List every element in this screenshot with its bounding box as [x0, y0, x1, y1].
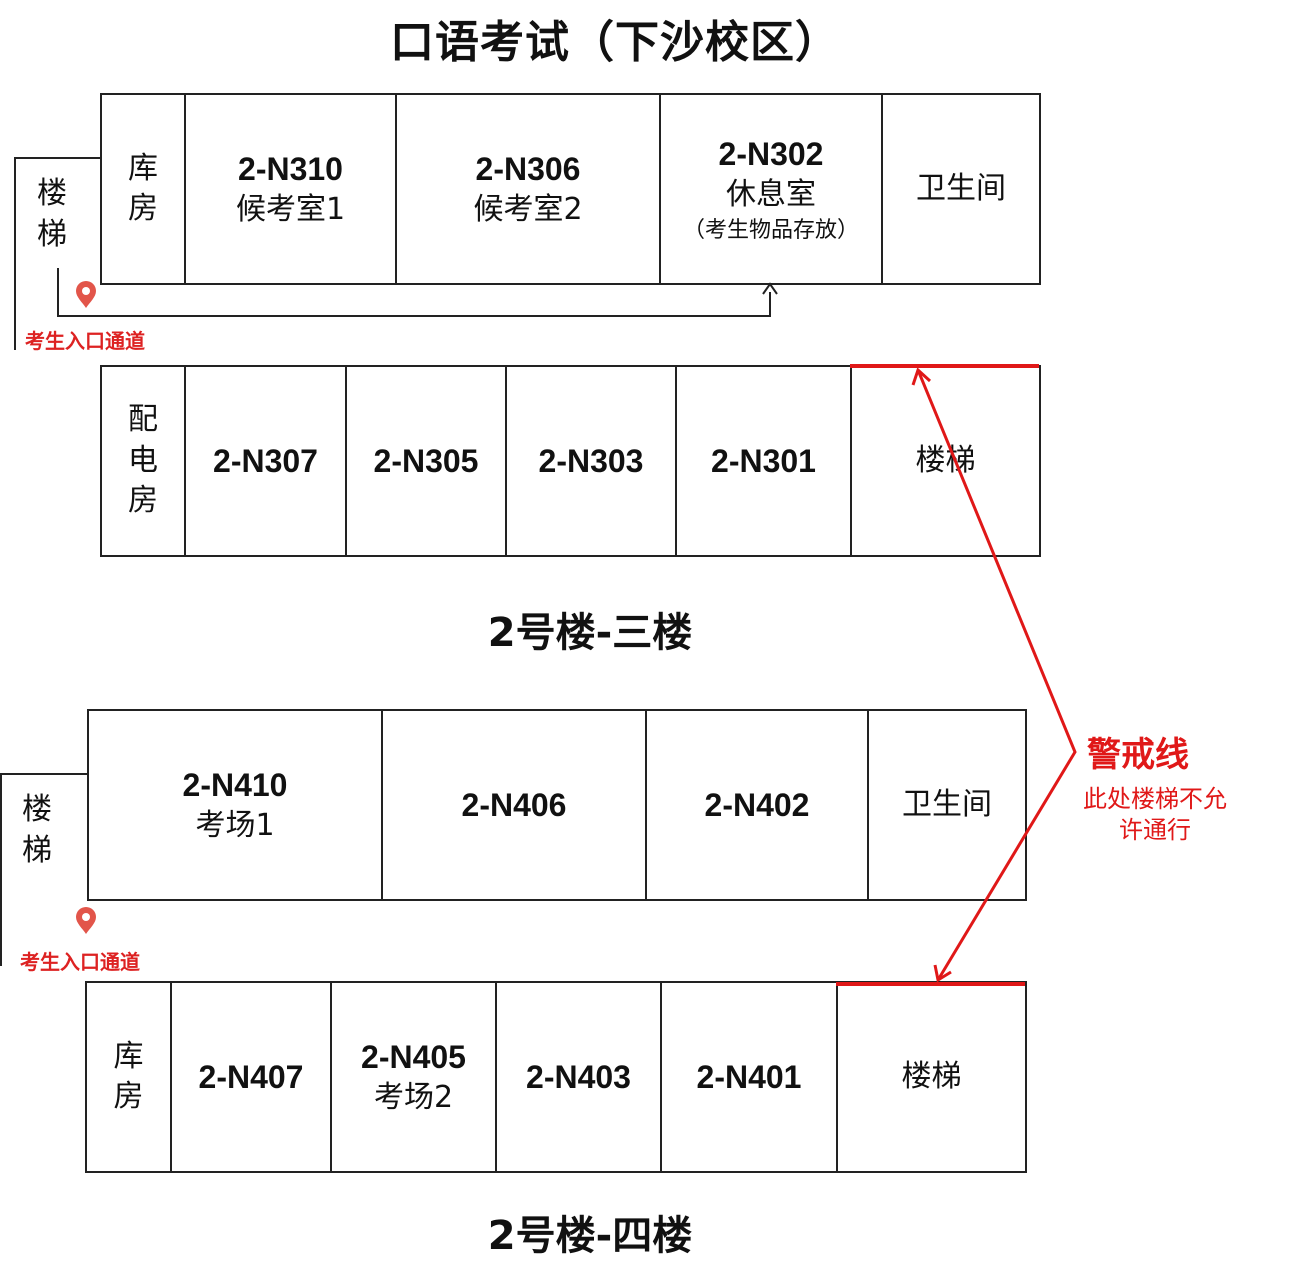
- f3-room-n303: 2-N303: [507, 367, 677, 555]
- f3-side-stairs-text: 楼梯: [37, 176, 67, 252]
- f4-room-n401: 2-N401: [662, 983, 838, 1171]
- f3-room-restroom: 卫生间: [883, 95, 1039, 283]
- f3-room-n305: 2-N305: [347, 367, 507, 555]
- f4-room-n403: 2-N403: [497, 983, 662, 1171]
- room-subtitle: 考场2: [373, 1080, 454, 1116]
- f3-stair-outline: [14, 157, 100, 350]
- f4-room-restroom: 卫生间: [869, 711, 1025, 899]
- stairs-label: 楼梯: [901, 1059, 962, 1095]
- f4-room-n406: 2-N406: [383, 711, 647, 899]
- f3-room-n302: 2-N302 休息室 （考生物品存放）: [661, 95, 883, 283]
- room-code: 2-N410: [182, 767, 288, 804]
- map-pin-icon: [76, 907, 96, 934]
- page-title: 口语考试（下沙校区）: [390, 17, 840, 68]
- room-subtitle: 候考室2: [473, 192, 583, 228]
- room-code: 2-N310: [238, 151, 343, 188]
- warning-title: 警戒线: [1087, 735, 1189, 775]
- f4-room-n402: 2-N402: [647, 711, 869, 899]
- f4-bottom-row: 库房 2-N407 2-N405 考场2 2-N403 2-N401 楼梯: [85, 981, 1027, 1173]
- f4-side-stairs-label: 楼梯: [22, 790, 52, 871]
- f4-storage-label: 库房: [113, 1038, 144, 1115]
- f4-entry-label: 考生入口通道: [20, 950, 140, 974]
- room-code: 2-N307: [213, 442, 318, 479]
- warning-text: 此处楼梯不允许通行: [1083, 785, 1227, 845]
- f4-stair-outline: [0, 773, 87, 966]
- arrow-up-icon: [762, 282, 778, 295]
- room-code: 2-N305: [373, 442, 479, 479]
- room-code: 2-N407: [198, 1058, 304, 1095]
- f3-side-stairs-label: 楼梯: [37, 174, 67, 255]
- restroom-label: 卫生间: [902, 787, 992, 823]
- f3-room-n307: 2-N307: [186, 367, 347, 555]
- f4-room-storage: 库房: [87, 983, 172, 1171]
- f3-top-row: 库房 2-N310 候考室1 2-N306 候考室2 2-N302 休息室 （考…: [100, 93, 1041, 285]
- room-subtitle: 考场1: [195, 808, 275, 844]
- f4-side-stairs-text: 楼梯: [22, 792, 52, 868]
- room-code: 2-N401: [696, 1058, 802, 1095]
- f3-storage-label: 库房: [128, 150, 158, 227]
- room-subtitle: 休息室: [726, 176, 816, 212]
- room-code: 2-N403: [526, 1058, 631, 1095]
- room-code: 2-N405: [361, 1039, 466, 1076]
- room-subtitle: 候考室1: [235, 192, 346, 228]
- room-code: 2-N402: [704, 786, 810, 823]
- f4-floor-title: 2号楼-四楼: [487, 1213, 693, 1259]
- f3-power-label: 配电房: [128, 402, 158, 519]
- arrow-head-icon: [911, 367, 932, 386]
- f4-room-n410: 2-N410 考场1: [89, 711, 383, 899]
- room-code: 2-N302: [718, 135, 824, 172]
- f3-bottom-row: 配电房 2-N307 2-N305 2-N303 2-N301 楼梯: [100, 365, 1041, 557]
- room-code: 2-N303: [538, 442, 644, 479]
- restroom-label: 卫生间: [916, 171, 1006, 207]
- warning-connector: [916, 369, 1077, 981]
- f3-room-n310: 2-N310 候考室1: [186, 95, 397, 283]
- f3-room-storage: 库房: [102, 95, 186, 283]
- f3-room-power: 配电房: [102, 367, 186, 555]
- f3-room-stairs: 楼梯: [852, 367, 1039, 555]
- f3-room-n301: 2-N301: [677, 367, 852, 555]
- room-code: 2-N406: [461, 786, 567, 823]
- f3-room-n306: 2-N306 候考室2: [397, 95, 661, 283]
- f4-room-stairs: 楼梯: [838, 983, 1025, 1171]
- f4-room-n405: 2-N405 考场2: [332, 983, 497, 1171]
- f3-entry-label: 考生入口通道: [25, 329, 145, 353]
- arrow-head-icon: [933, 964, 952, 983]
- f4-room-n407: 2-N407: [172, 983, 332, 1171]
- room-note: （考生物品存放）: [682, 218, 859, 244]
- room-code: 2-N306: [475, 151, 581, 188]
- f3-floor-title: 2号楼-三楼: [487, 610, 693, 656]
- f3-entry-path: [57, 268, 771, 317]
- map-pin-icon: [76, 281, 96, 308]
- f4-top-row: 2-N410 考场1 2-N406 2-N402 卫生间: [87, 709, 1027, 901]
- stairs-label: 楼梯: [915, 443, 976, 479]
- room-code: 2-N301: [711, 442, 816, 479]
